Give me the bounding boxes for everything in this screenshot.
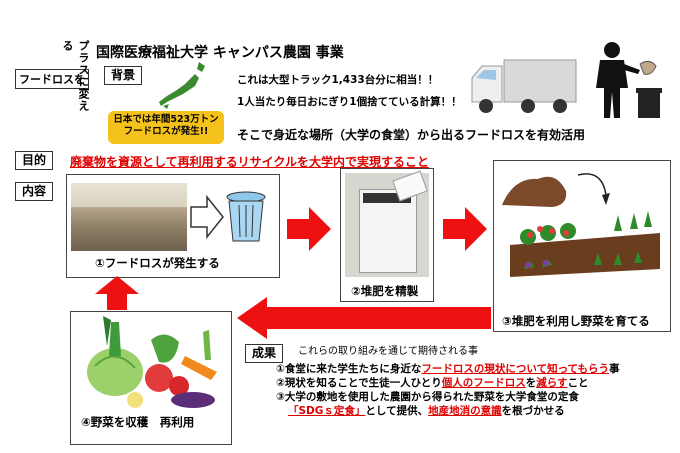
composter-photo [345, 170, 429, 277]
red-arrow-up [95, 276, 139, 310]
result-line-1c: 事 [609, 363, 620, 375]
soil-vegetable-illustration [502, 173, 660, 277]
result-line-2: ②現状を知ることで生徒一人ひとり個人のフードロスを減らすこと [276, 376, 589, 390]
red-arrow-left [237, 297, 491, 339]
cafeteria-photo [71, 183, 187, 251]
background-label: 背景 [104, 66, 143, 85]
results-label: 成果 [245, 344, 284, 363]
result-line-1: ①食堂に来た学生たちに身近なフードロスの現状について知ってもらう事 [276, 362, 620, 376]
results-intro: これらの取り組みを通じて期待される事 [298, 346, 478, 357]
result-line-3: ③大学の敷地を使用した農園から得られた野菜を大学食堂の定食 [276, 391, 579, 403]
japan-stat-badge: 日本では年間523万トン フードロスが発生!! [108, 111, 224, 144]
right-outline-arrow-icon [190, 195, 224, 239]
step4-label: ④野菜を収穫 再利用 [81, 415, 195, 429]
result-line-4d: を根づかせる [501, 405, 565, 417]
plus-change-text: プラスに変える [61, 40, 90, 112]
result-line-4a: 「SDGｓ定食」 [288, 405, 366, 417]
truck-text: これは大型トラック1,433台分に相当！！ [237, 74, 439, 86]
step2-box: ②堆肥を精製 [340, 168, 434, 302]
person-trash-icon [596, 42, 662, 118]
result-line-4: 「SDGｓ定食」として提供、地産地消の意識を根づかせる [288, 404, 565, 418]
result-line-4b: として提供、 [365, 405, 429, 417]
content-label: 内容 [15, 182, 54, 201]
page-title: 国際医療福祉大学 キャンパス農園 事業 [96, 45, 344, 61]
step1-box: ①フードロスが発生する [66, 174, 280, 278]
result-line-2e: こと [567, 377, 589, 389]
step2-label: ②堆肥を精製 [351, 284, 419, 298]
purpose-text: 廃棄物を資源として再利用するリサイクルを大学内で実現すること [70, 155, 430, 169]
result-line-4c: 地産地消の意識 [428, 405, 502, 417]
step3-box: ③堆肥を利用し野菜を育てる [493, 160, 671, 332]
trash-bin-icon [226, 191, 266, 242]
result-line-2c: を [525, 377, 537, 389]
result-line-2d: 減らす [536, 377, 568, 389]
step4-box: ④野菜を収穫 再利用 [70, 311, 232, 445]
foodloss-tag: フードロスを [15, 69, 89, 89]
result-line-2b: 個人のフードロス [441, 377, 526, 389]
truck-icon [471, 59, 577, 113]
step3-label: ③堆肥を利用し野菜を育てる [502, 314, 650, 328]
result-line-1a: ①食堂に来た学生たちに身近な [276, 363, 422, 375]
result-line-2a: ②現状を知ることで生徒一人ひとり [276, 377, 442, 389]
vegetables-illustration [87, 316, 217, 408]
purpose-label: 目的 [15, 151, 54, 170]
result-line-1b: フードロスの現状について知ってもらう [421, 363, 610, 375]
red-arrow-right-2 [443, 207, 487, 251]
rice-text: 1人当たり毎日おにぎり1個捨てている計算！！ [237, 96, 462, 108]
step1-label: ①フードロスが発生する [95, 256, 220, 270]
use-text: そこで身近な場所（大学の食堂）から出るフードロスを有効活用 [237, 128, 586, 142]
red-arrow-right-1 [287, 207, 331, 251]
japan-map-icon [159, 62, 205, 109]
